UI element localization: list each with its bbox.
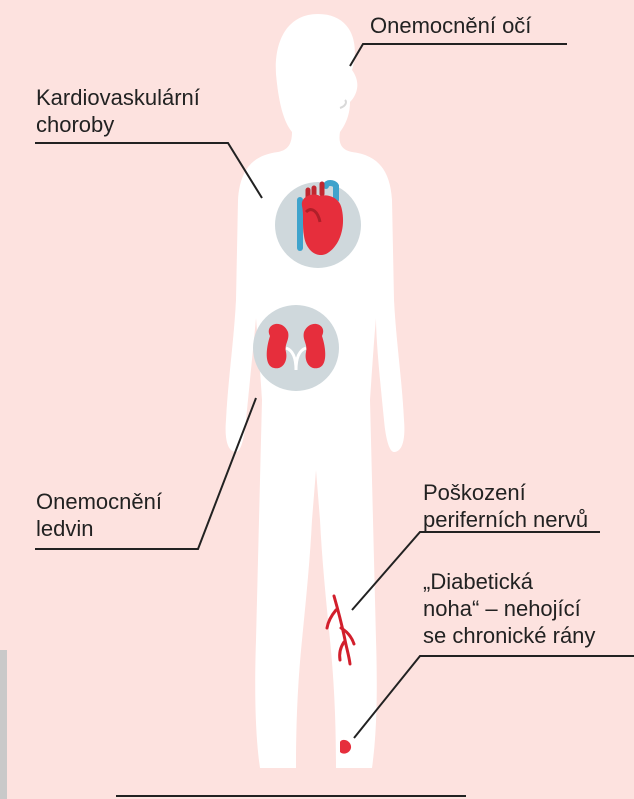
label-diabetic-foot: „Diabetická noha“ – nehojící se chronick… [423,568,595,649]
label-kidney-disease: Onemocnění ledvin [36,488,162,542]
leader-cardio [35,143,262,198]
label-eye-disease: Onemocnění očí [370,12,531,39]
label-peripheral-nerves: Poškození periferních nervů [423,479,588,533]
leader-foot [354,656,634,738]
edge-strip [0,650,7,799]
kidneys-icon [253,305,339,391]
leader-eyes [350,44,567,66]
body-silhouette [226,14,405,768]
heart-icon [275,182,361,268]
label-cardiovascular: Kardiovaskulární choroby [36,84,200,138]
